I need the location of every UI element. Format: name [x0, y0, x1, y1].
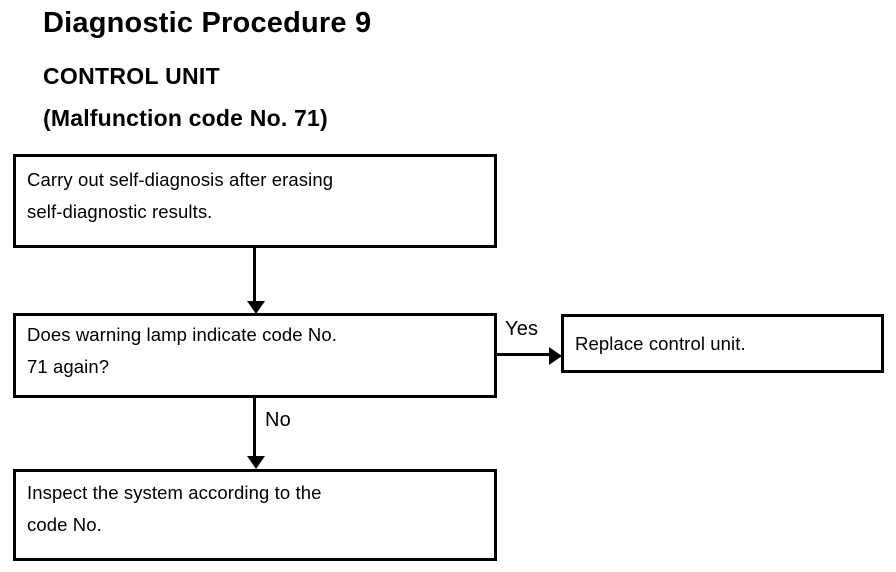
page-subtitle: CONTROL UNIT	[43, 63, 220, 89]
flowchart-box-start-line2: self-diagnostic results.	[27, 201, 213, 222]
flowchart-box-inspect: Inspect the system according to the code…	[13, 469, 497, 561]
connector-decision-to-inspect-line	[253, 397, 256, 457]
flowchart-box-decision-line1: Does warning lamp indicate code No.	[27, 324, 337, 345]
malfunction-code-label: (Malfunction code No. 71)	[43, 105, 328, 131]
connector-decision-to-replace-line	[497, 353, 550, 356]
connector-start-to-decision-line	[253, 247, 256, 303]
arrow-right-icon-yes-branch	[549, 347, 562, 365]
arrow-down-icon-start-to-decision	[247, 301, 265, 314]
flowchart-box-start: Carry out self-diagnosis after erasing s…	[13, 154, 497, 248]
flowchart-box-decision-text: Does warning lamp indicate code No. 71 a…	[27, 319, 488, 383]
flowchart-box-start-line1: Carry out self-diagnosis after erasing	[27, 169, 334, 190]
flowchart-box-inspect-text: Inspect the system according to the code…	[27, 477, 488, 541]
arrow-down-icon-no-branch	[247, 456, 265, 469]
flowchart-box-replace-line1: Replace control unit.	[575, 333, 746, 354]
branch-label-no: No	[265, 409, 291, 431]
flowchart-box-replace: Replace control unit.	[561, 314, 884, 373]
flowchart-box-replace-text: Replace control unit.	[575, 328, 875, 360]
branch-label-yes: Yes	[505, 318, 539, 340]
flowchart-box-inspect-line1: Inspect the system according to the	[27, 482, 322, 503]
flowchart-box-decision: Does warning lamp indicate code No. 71 a…	[13, 313, 497, 398]
flowchart-box-decision-line2: 71 again?	[27, 356, 110, 377]
flowchart-box-start-text: Carry out self-diagnosis after erasing s…	[27, 164, 488, 228]
flowchart-box-inspect-line2: code No.	[27, 514, 102, 535]
page-title: Diagnostic Procedure 9	[43, 7, 372, 39]
